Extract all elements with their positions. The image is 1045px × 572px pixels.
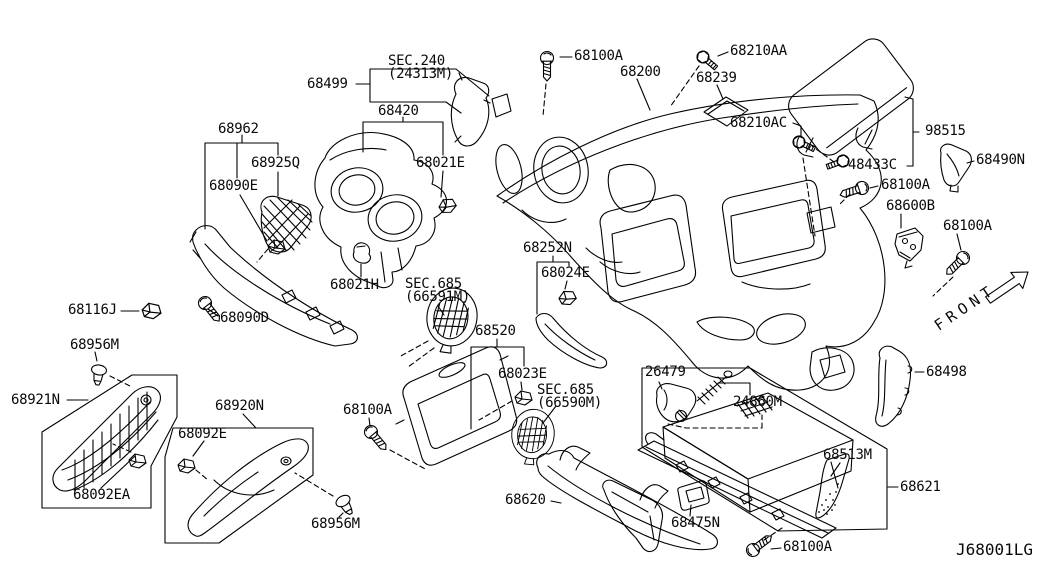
- leader-lines: [66, 51, 975, 550]
- part-label-68023E: 68023E: [498, 366, 547, 382]
- cluster-lid-68520-drawing: [395, 346, 518, 466]
- part-label-68092E: 68092E: [178, 426, 227, 442]
- part-label-48433C: 48433C: [848, 157, 897, 173]
- damper-26479-drawing: [655, 383, 697, 423]
- knob-68021H-drawing: [352, 242, 371, 264]
- airbag-module-98515-drawing: [788, 38, 914, 158]
- part-label-68239: 68239: [696, 70, 737, 86]
- part-label-68513M: 68513M: [823, 447, 872, 463]
- front-arrow-icon: [985, 271, 1029, 304]
- trim-panel-68920N-drawing: [187, 438, 309, 537]
- part-label-68956M: 68956M: [70, 337, 119, 353]
- part-label-68920N: 68920N: [215, 398, 264, 414]
- part-label-SEC.685: SEC.685 (66591M): [405, 276, 471, 305]
- bracket-68600B-drawing: [894, 227, 924, 269]
- part-label-98515: 98515: [925, 123, 966, 139]
- part-label-68498: 68498: [926, 364, 967, 380]
- part-label-68092EA: 68092EA: [73, 487, 130, 503]
- part-label-68420: 68420: [378, 103, 419, 119]
- harness-24860M-drawing: [696, 370, 733, 405]
- part-label-68520: 68520: [475, 323, 516, 339]
- part-label-68100A: 68100A: [943, 218, 992, 234]
- bracket-68498-drawing: [875, 345, 913, 427]
- part-label-24860M: 24860M: [733, 394, 782, 410]
- part-label-68100A: 68100A: [783, 539, 832, 555]
- part-label-68090E: 68090E: [209, 178, 258, 194]
- part-label-68620: 68620: [505, 492, 546, 508]
- insulator-68921N-drawing: [52, 386, 161, 493]
- pad-68239-drawing: [703, 96, 749, 127]
- part-label-68100A: 68100A: [343, 402, 392, 418]
- lower-stay-drawing: [602, 479, 664, 553]
- lower-finisher-drawing: [189, 225, 358, 347]
- part-label-SEC.685: SEC.685 (66590M): [537, 382, 603, 411]
- part-label-68925Q: 68925Q: [251, 155, 300, 171]
- part-label-68210AC: 68210AC: [730, 115, 787, 131]
- part-label-68600B: 68600B: [886, 198, 935, 214]
- pad-68925Q-drawing: [260, 195, 313, 253]
- instrument-panel-drawing: [495, 94, 886, 391]
- part-label-SEC.240: SEC.240 (24313M): [388, 53, 454, 82]
- glove-box-assembly-drawing: [637, 392, 854, 539]
- part-label-68490N: 68490N: [976, 152, 1025, 168]
- part-label-68956M: 68956M: [311, 516, 360, 532]
- part-group-boxes: [41, 367, 888, 544]
- part-label-68921N: 68921N: [11, 392, 60, 408]
- part-label-68621: 68621: [900, 479, 941, 495]
- part-label-68252N: 68252N: [523, 240, 572, 256]
- part-label-68116J: 68116J: [68, 302, 117, 318]
- felt-68513M-drawing: [815, 453, 850, 519]
- part-label-26479: 26479: [645, 364, 686, 380]
- part-label-68210AA: 68210AA: [730, 43, 787, 59]
- lower-trim-68620-drawing: [536, 445, 718, 551]
- garnish-68252N-drawing: [535, 312, 608, 369]
- part-label-68090D: 68090D: [220, 310, 269, 326]
- cover-68490N-drawing: [940, 143, 972, 193]
- part-label-68024E: 68024E: [541, 265, 590, 281]
- part-label-68962: 68962: [218, 121, 259, 137]
- cluster-hood-drawing: [314, 131, 448, 289]
- part-label-68475N: 68475N: [671, 515, 720, 531]
- part-label-68499: 68499: [307, 76, 348, 92]
- part-label-68021H: 68021H: [330, 277, 379, 293]
- part-label-68200: 68200: [620, 64, 661, 80]
- part-label-68100A: 68100A: [881, 177, 930, 193]
- part-label-68100A: 68100A: [574, 48, 623, 64]
- part-label-68021E: 68021E: [416, 155, 465, 171]
- dashed-leader-lines: [109, 65, 954, 541]
- diagram-code: J68001LG: [956, 540, 1034, 559]
